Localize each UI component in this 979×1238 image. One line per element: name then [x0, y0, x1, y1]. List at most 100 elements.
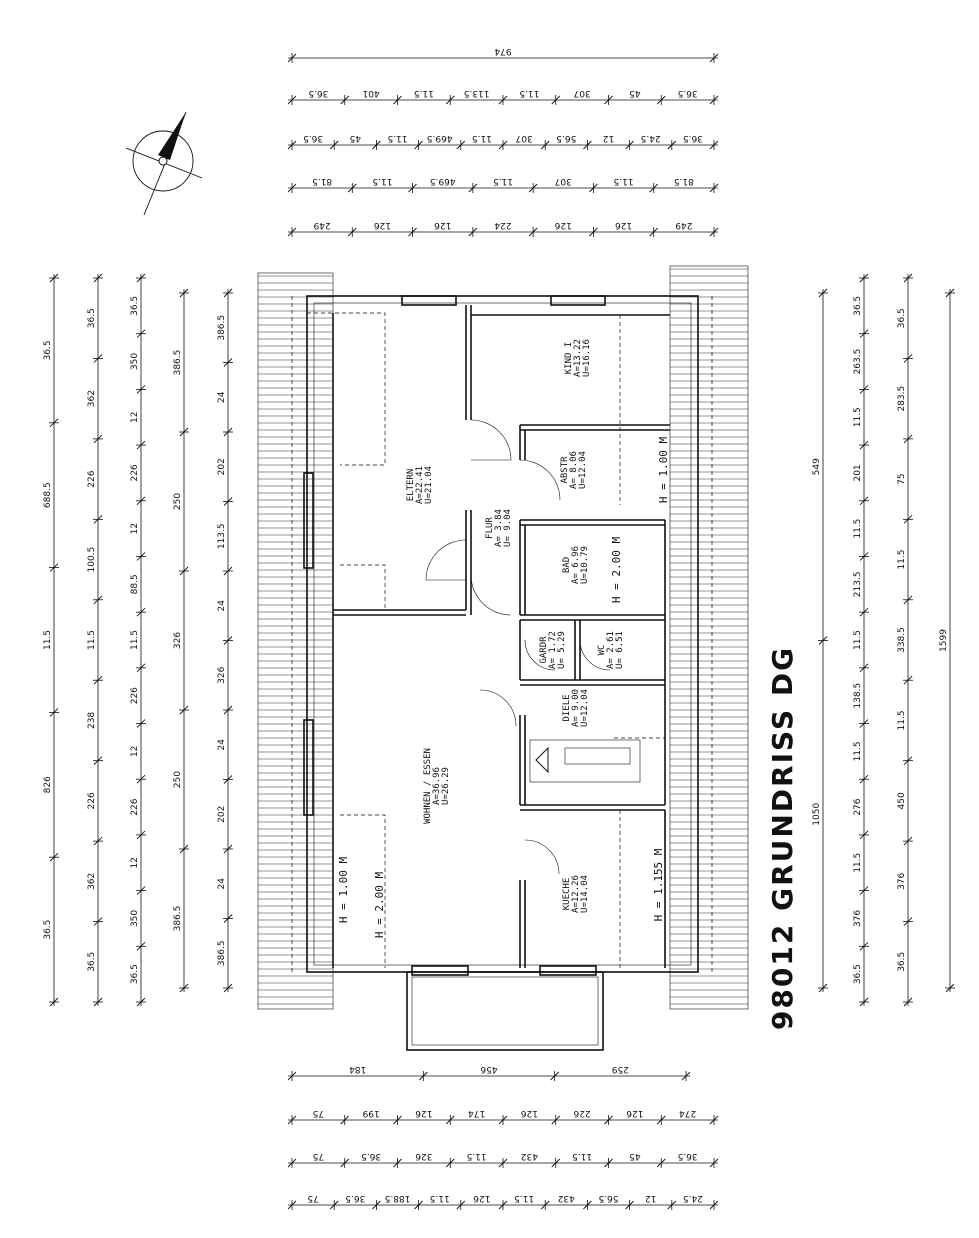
height-lines — [291, 296, 713, 975]
dimension-label: 276 — [853, 798, 863, 815]
dimension-label: 386.5 — [173, 350, 183, 376]
dimension-label: 188.5 — [385, 1193, 411, 1203]
dimension-label: 36.5 — [897, 952, 907, 972]
dimension-label: 326 — [173, 632, 183, 649]
room-area: A=13.22 — [573, 339, 583, 377]
dimension-label: 81.5 — [312, 176, 332, 186]
dimension-label: 12 — [130, 523, 140, 534]
height-note: H = 2.00 M — [610, 537, 623, 604]
dimension-label: 226 — [130, 798, 140, 815]
dimension-label: 126 — [374, 220, 391, 230]
dimension-label: 36.5 — [361, 1151, 381, 1161]
room-name: ABSTR — [560, 456, 570, 484]
dimension-label: 36.5 — [130, 964, 140, 984]
dimension-label: 199 — [362, 1108, 379, 1118]
room-area: A= 1.72 — [548, 631, 558, 669]
dimension-label: 126 — [415, 1108, 432, 1118]
dimension-label: 11.5 — [519, 88, 539, 98]
room-perimeter: U=12.04 — [578, 451, 588, 489]
dimension-label: 184 — [349, 1064, 366, 1074]
dimension-label: 24 — [217, 739, 227, 751]
roof-hatching-right — [669, 265, 749, 1010]
room-name: FLUR — [485, 517, 495, 539]
dimension-label: 11.5 — [614, 176, 634, 186]
height-note: H = 1.00 M — [337, 857, 350, 924]
dimension-label: 36.5 — [345, 1193, 365, 1203]
dimension-label: 469.5 — [430, 176, 456, 186]
dimension-label: 11.5 — [87, 630, 97, 650]
room-perimeter: U=14.04 — [580, 875, 590, 913]
room-area: A= 6.96 — [571, 546, 581, 584]
dimension-label: 11.5 — [853, 407, 863, 427]
dimension-label: 688.5 — [43, 482, 53, 508]
dimension-label: 75 — [313, 1151, 324, 1161]
dimension-label: 36.5 — [853, 296, 863, 316]
room-area: A= 3.84 — [494, 509, 504, 547]
room-perimeter: U= 5.29 — [557, 631, 567, 669]
dimension-label: 362 — [87, 390, 97, 407]
dimension-label: 307 — [516, 133, 533, 143]
room-label-flur: FLUR A= 3.84 U= 9.04 — [485, 509, 513, 547]
dimension-label: 250 — [173, 771, 183, 788]
height-note: H = 1.155 M — [652, 848, 665, 921]
dimension-label: 202 — [217, 458, 227, 475]
dimension-label: 113.5 — [217, 523, 227, 549]
room-perimeter: U=10.79 — [580, 546, 590, 584]
dimension-label: 100.5 — [87, 547, 97, 573]
dimension-label: 36.5 — [853, 964, 863, 984]
room-name: GARDR — [539, 636, 549, 664]
dimension-label: 126 — [626, 1108, 643, 1118]
dimension-label: 338.5 — [897, 627, 907, 653]
dimension-label: 386.5 — [217, 940, 227, 966]
dimension-label: 12 — [645, 1193, 656, 1203]
dimension-label: 12 — [130, 857, 140, 868]
dimension-label: 11.5 — [853, 853, 863, 873]
room-area: A=22.41 — [415, 466, 425, 504]
room-perimeter: U= 6.51 — [615, 631, 625, 669]
interior-walls — [332, 305, 670, 968]
dimension-label: 386.5 — [217, 315, 227, 341]
dimension-label: 249 — [675, 220, 692, 230]
room-area: A= 8.06 — [569, 451, 579, 489]
dimension-label: 36.5 — [683, 133, 703, 143]
dimension-label: 1599 — [939, 629, 949, 652]
room-label-bad: BAD A= 6.96 U=10.79 — [562, 546, 590, 584]
dimension-label: 11.5 — [853, 741, 863, 761]
dimension-label: 1050 — [812, 803, 822, 826]
room-label-gardr: GARDR A= 1.72 U= 5.29 — [539, 631, 567, 669]
dimension-label: 126 — [554, 220, 571, 230]
dimension-label: 350 — [130, 910, 140, 927]
dimension-label: 11.5 — [493, 176, 513, 186]
dimension-label: 75 — [313, 1108, 324, 1118]
outer-walls — [303, 295, 699, 1051]
dimension-label: 226 — [130, 464, 140, 481]
dimension-label: 11.5 — [897, 550, 907, 570]
room-label-kind: KIND I A=13.22 U=16.16 — [564, 339, 592, 377]
dimension-label: 226 — [87, 470, 97, 487]
dimension-label: 45 — [629, 1151, 640, 1161]
dimension-label: 250 — [173, 493, 183, 510]
dimension-label: 24.5 — [641, 133, 661, 143]
room-name: KUECHE — [562, 878, 572, 911]
room-perimeter: U=21.04 — [424, 466, 434, 504]
dimension-label: 249 — [313, 220, 330, 230]
dimension-label: 36.5 — [897, 308, 907, 328]
dimension-chains: 97436.54530711.5113.511.540136.536.524.5… — [43, 46, 955, 1210]
dimension-label: 174 — [468, 1108, 485, 1118]
dimension-label: 11.5 — [472, 133, 492, 143]
dimension-label: 362 — [87, 873, 97, 890]
dimension-label: 11.5 — [853, 630, 863, 650]
drawing-title: 98012 GRUNDRISS DG — [766, 646, 799, 1030]
dimension-label: 12 — [603, 133, 614, 143]
dimension-label: 11.5 — [130, 630, 140, 650]
room-label-diele: DIELE A= 9.00 U=12.04 — [562, 689, 590, 727]
dimension-label: 24 — [217, 391, 227, 403]
dimension-label: 202 — [217, 806, 227, 823]
dimension-label: 549 — [812, 458, 822, 475]
dimension-label: 826 — [43, 776, 53, 793]
dimension-label: 283.5 — [897, 386, 907, 412]
dimension-label: 11.5 — [572, 1151, 592, 1161]
dimension-label: 11.5 — [467, 1151, 487, 1161]
dimension-label: 75 — [897, 473, 907, 484]
